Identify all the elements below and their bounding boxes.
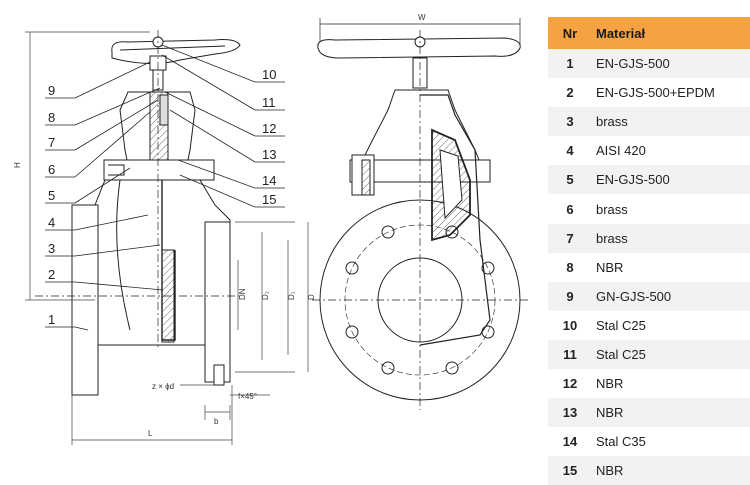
row-material: Stal C35 — [592, 427, 750, 457]
dim-holes: z × ϕd — [152, 382, 174, 391]
header-material: Materiał — [592, 17, 750, 49]
dim-b: b — [214, 417, 219, 426]
row-material: NBR — [592, 398, 750, 428]
row-nr: 14 — [548, 427, 592, 457]
callout-2: 2 — [48, 267, 55, 282]
valve-technical-drawing: H L DN D₂ D₁ D z × ϕd f×45° b 9 8 7 6 5 … — [13, 13, 528, 445]
row-material: brass — [592, 223, 750, 253]
callout-7: 7 — [48, 135, 55, 150]
dim-chamfer: f×45° — [238, 392, 257, 401]
callout-13: 13 — [262, 147, 276, 162]
row-nr: 15 — [548, 456, 592, 485]
row-material: EN-GJS-500 — [592, 165, 750, 195]
callout-15: 15 — [262, 192, 276, 207]
row-material: AISI 420 — [592, 136, 750, 166]
dim-d2: D₂ — [261, 291, 270, 300]
row-nr: 6 — [548, 194, 592, 224]
row-material: GN-GJS-500 — [592, 281, 750, 311]
dim-d: D — [307, 294, 316, 300]
row-nr: 8 — [548, 252, 592, 282]
callout-12: 12 — [262, 121, 276, 136]
row-nr: 7 — [548, 223, 592, 253]
row-material: NBR — [592, 369, 750, 399]
row-material: EN-GJS-500+EPDM — [592, 78, 750, 108]
callout-6: 6 — [48, 162, 55, 177]
callout-8: 8 — [48, 110, 55, 125]
row-material: NBR — [592, 252, 750, 282]
callout-leaders — [45, 44, 285, 331]
table-header-row: Nr Materiał — [548, 17, 750, 49]
dim-l: L — [148, 429, 153, 438]
row-material: NBR — [592, 456, 750, 485]
row-material: brass — [592, 194, 750, 224]
row-nr: 2 — [548, 78, 592, 108]
callout-4: 4 — [48, 215, 55, 230]
callout-3: 3 — [48, 241, 55, 256]
row-nr: 5 — [548, 165, 592, 195]
dim-d1: D₁ — [287, 291, 296, 300]
row-material: Stal C25 — [592, 310, 750, 340]
front-view — [312, 18, 528, 410]
row-nr: 12 — [548, 369, 592, 399]
row-nr: 10 — [548, 310, 592, 340]
callout-14: 14 — [262, 173, 276, 188]
row-nr: 9 — [548, 281, 592, 311]
callout-9: 9 — [48, 83, 55, 98]
callout-1: 1 — [48, 312, 55, 327]
dim-h: H — [13, 162, 22, 168]
callout-numbers: 9 8 7 6 5 4 3 2 1 10 11 12 13 14 15 — [48, 67, 276, 327]
row-nr: 3 — [548, 107, 592, 137]
row-material: EN-GJS-500 — [592, 49, 750, 79]
row-nr: 11 — [548, 339, 592, 370]
valve-body-side — [71, 179, 231, 396]
dimensions-side — [25, 31, 309, 445]
row-nr: 13 — [548, 398, 592, 428]
row-material: brass — [592, 107, 750, 137]
dimension-labels-side: H L DN D₂ D₁ D z × ϕd f×45° b — [13, 162, 316, 438]
callout-5: 5 — [48, 188, 55, 203]
side-view — [35, 30, 241, 396]
callout-10: 10 — [262, 67, 276, 82]
dim-dn: DN — [238, 288, 247, 300]
row-nr: 1 — [548, 49, 592, 79]
row-material: Stal C25 — [592, 339, 750, 370]
callout-11: 11 — [262, 95, 276, 110]
header-nr: Nr — [548, 17, 592, 49]
dim-w: W — [418, 13, 426, 22]
row-nr: 4 — [548, 136, 592, 166]
handwheel-side — [111, 36, 241, 71]
